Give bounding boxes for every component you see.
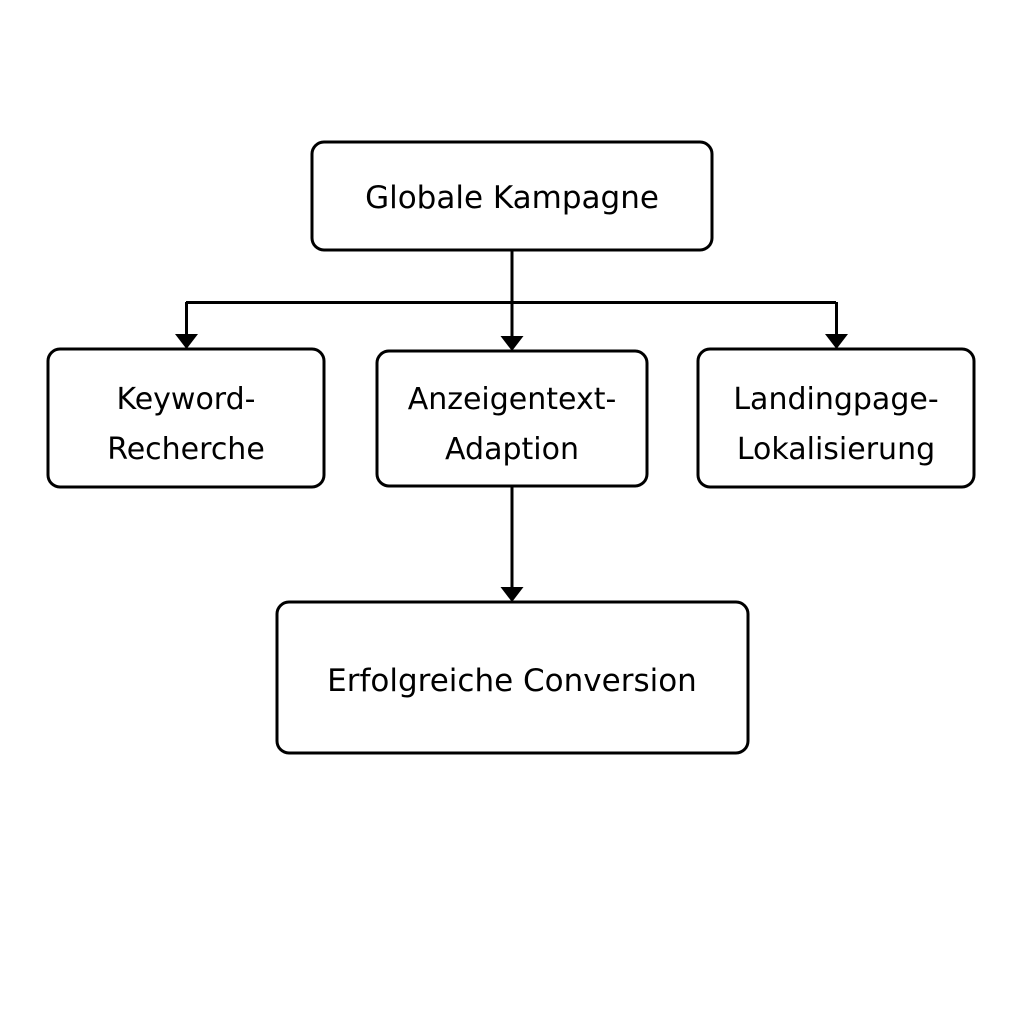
node-anzeigentext-adaption-box[interactable] — [375, 349, 649, 488]
node-anzeigentext-adaption[interactable]: Anzeigentext- Adaption — [375, 349, 649, 488]
node-landingpage-lokalisierung-label-line1: Landingpage- — [733, 382, 938, 417]
node-anzeigentext-adaption-label-line2: Adaption — [445, 432, 579, 467]
node-keyword-recherche-label-line2: Recherche — [107, 432, 265, 467]
arrowhead-keyword-icon — [175, 334, 198, 349]
arrowhead-anzeigentext-icon — [500, 336, 524, 351]
connector-group — [175, 250, 848, 602]
node-keyword-recherche[interactable]: Keyword- Recherche — [46, 347, 326, 489]
node-erfolgreiche-conversion-label: Erfolgreiche Conversion — [327, 663, 697, 699]
node-globale-kampagne-label: Globale Kampagne — [365, 180, 659, 216]
node-landingpage-lokalisierung-label-line2: Lokalisierung — [737, 432, 935, 467]
arrowhead-conversion-icon — [500, 587, 524, 602]
node-landingpage-lokalisierung[interactable]: Landingpage- Lokalisierung — [696, 347, 976, 489]
node-erfolgreiche-conversion-box[interactable] — [275, 600, 750, 755]
node-landingpage-lokalisierung-box[interactable] — [696, 347, 976, 489]
node-globale-kampagne[interactable]: Globale Kampagne — [310, 140, 714, 252]
node-keyword-recherche-label-line1: Keyword- — [117, 382, 256, 417]
node-anzeigentext-adaption-label-line1: Anzeigentext- — [408, 382, 617, 417]
node-erfolgreiche-conversion[interactable]: Erfolgreiche Conversion — [275, 600, 750, 755]
node-globale-kampagne-box[interactable] — [310, 140, 714, 252]
arrowhead-landingpage-icon — [825, 334, 848, 349]
node-keyword-recherche-box[interactable] — [46, 347, 326, 489]
